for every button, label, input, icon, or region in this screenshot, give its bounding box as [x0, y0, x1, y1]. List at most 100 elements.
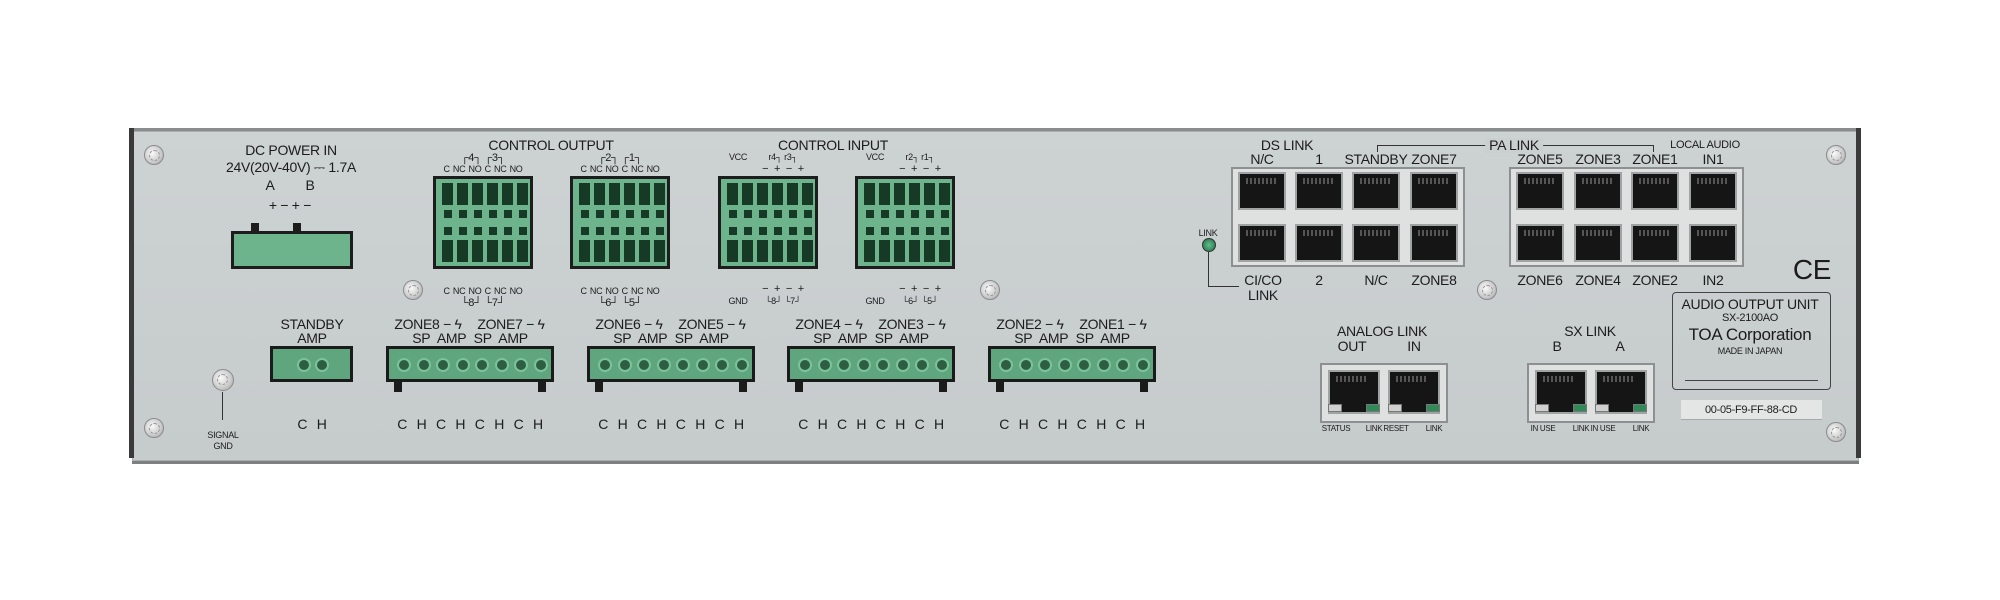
terminal-release [759, 210, 767, 218]
analog-link-port[interactable] [1328, 370, 1380, 414]
rj45-port[interactable] [1689, 172, 1737, 210]
rj45-port[interactable] [1631, 172, 1679, 210]
terminal-release [611, 227, 619, 235]
zone-speaker-connector[interactable] [587, 346, 755, 382]
terminal-release [804, 210, 812, 218]
rj45-port[interactable] [1410, 172, 1458, 210]
output-channel-numbers: └6┘ └5┘ [597, 297, 643, 309]
dc-polarity: + − + − [268, 197, 312, 213]
terminal-release [881, 210, 889, 218]
terminal-screw [487, 183, 498, 205]
terminal-screw [517, 240, 528, 262]
screw-icon [980, 280, 1000, 300]
mac-address: 00-05-F9-FF-88-CD [1704, 404, 1798, 416]
terminal-release [744, 227, 752, 235]
rj45-bottom-label: ZONE2 [1632, 272, 1678, 288]
control-output-terminal[interactable] [433, 176, 533, 269]
output-pin-labels: C NC NO C NC NO [580, 286, 660, 296]
terminal-screw [772, 240, 783, 262]
terminal-screw [757, 183, 768, 205]
terminal-release [941, 227, 949, 235]
rj45-port[interactable] [1295, 172, 1343, 210]
zone-pin-labels: C H C H C H C H [798, 416, 944, 432]
terminal-release [459, 210, 467, 218]
connector-foot [1140, 382, 1148, 392]
zone-pin-labels: C H C H C H C H [598, 416, 744, 432]
terminal-screw [909, 183, 920, 205]
screw-icon [1477, 280, 1497, 300]
sx-a-label: A [1615, 338, 1625, 354]
rj45-port[interactable] [1238, 172, 1286, 210]
cico-link-label: LINK [1248, 287, 1278, 303]
terminal-screw [802, 183, 813, 205]
terminal-release [804, 227, 812, 235]
vcc-label: VCC [865, 152, 885, 162]
connector-hole [397, 358, 411, 372]
rj45-port[interactable] [1238, 224, 1286, 262]
rj45-port[interactable] [1516, 224, 1564, 262]
rj45-port[interactable] [1516, 172, 1564, 210]
terminal-release [474, 227, 482, 235]
output-channel-numbers: ┌2┐ ┌1┐ [597, 152, 643, 164]
rj45-port[interactable] [1352, 172, 1400, 210]
led-indicator [1388, 404, 1402, 412]
led-indicator [1535, 404, 1549, 412]
terminal-release [866, 210, 874, 218]
connector-hole [934, 358, 949, 372]
terminal-screw [487, 240, 498, 262]
terminal-release [641, 210, 649, 218]
terminal-release [744, 210, 752, 218]
control-output-terminal[interactable] [570, 176, 670, 269]
terminal-release [911, 210, 919, 218]
connector-hole [1038, 358, 1052, 372]
zone-label: ZONE5 − ϟ [678, 316, 746, 332]
connector-hole [798, 358, 812, 372]
terminal-screw [609, 183, 620, 205]
dc-power-connector[interactable] [231, 223, 353, 269]
analog-link-led-label: LINK [1425, 424, 1443, 433]
ground-screw-icon[interactable] [212, 369, 234, 391]
control-input-terminal[interactable] [855, 176, 955, 269]
rj45-top-label: ZONE5 [1517, 151, 1563, 167]
rj45-port[interactable] [1295, 224, 1343, 262]
rj45-port[interactable] [1574, 224, 1622, 262]
terminal-screw [654, 240, 665, 262]
sx-b-label: B [1552, 338, 1562, 354]
screw-icon [403, 280, 423, 300]
standby-pins: C H [297, 416, 327, 432]
terminal-release [581, 227, 589, 235]
analog-link-title: ANALOG LINK [1336, 323, 1428, 339]
connector-hole [1057, 358, 1072, 372]
terminal-screw [879, 183, 890, 205]
zone-speaker-connector[interactable] [386, 346, 554, 382]
zone-pin-labels: C H C H C H C H [999, 416, 1145, 432]
terminal-release [866, 227, 874, 235]
rj45-port[interactable] [1352, 224, 1400, 262]
control-input-terminal[interactable] [718, 176, 818, 269]
zone-speaker-connector[interactable] [988, 346, 1156, 382]
output-pin-labels: C NC NO C NC NO [443, 164, 523, 174]
rj45-top-label: IN1 [1702, 151, 1724, 167]
output-pin-labels: C NC NO C NC NO [580, 164, 660, 174]
rj45-port[interactable] [1631, 224, 1679, 262]
rack-ear-left [129, 128, 134, 458]
rj45-port[interactable] [1689, 224, 1737, 262]
connector-hole [1135, 358, 1150, 372]
standby-connector[interactable] [270, 346, 353, 382]
dc-terminal-b: B [305, 177, 315, 193]
terminal-screw [442, 240, 453, 262]
rj45-bottom-label: IN2 [1702, 272, 1724, 288]
rj45-port[interactable] [1410, 224, 1458, 262]
terminal-screw [939, 240, 950, 262]
terminal-screw [879, 240, 890, 262]
zone-speaker-connector[interactable] [787, 346, 955, 382]
analog-link-led-label: LINK [1365, 424, 1383, 433]
rj45-port[interactable] [1574, 172, 1622, 210]
connector-hole [856, 358, 871, 372]
input-channel-numbers: └8┘ └7┘ [765, 296, 801, 306]
terminal-screw [457, 240, 468, 262]
connector-hole [915, 358, 929, 372]
terminal-screw [472, 240, 483, 262]
terminal-release [626, 227, 634, 235]
terminal-screw [894, 183, 905, 205]
